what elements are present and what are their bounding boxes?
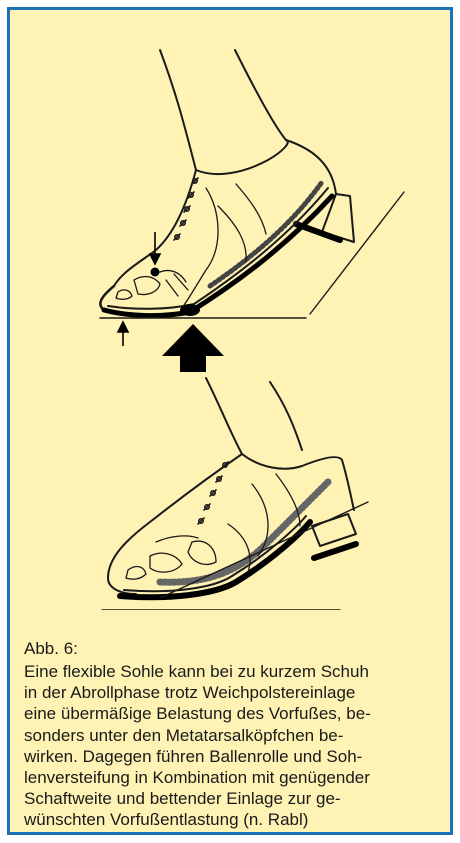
- caption-line: lenversteifung in Kombination mit genüge…: [24, 767, 454, 788]
- caption-line: eine übermäßige Belastung des Vorfußes, …: [24, 703, 454, 724]
- caption-line: wirken. Dagegen führen Ballenrolle und S…: [24, 746, 454, 767]
- pressure-up-arrow-icon: [162, 324, 224, 372]
- caption-line: Schaftweite und bettender Einlage zur ge…: [24, 788, 454, 809]
- bottom-shoe-drawing: [102, 378, 368, 610]
- caption-line: Eine flexible Sohle kann bei zu kurzem S…: [24, 661, 454, 682]
- top-shoe-drawing: [100, 50, 404, 318]
- figure-box: Abb. 6: Eine flexible Sohle kann bei zu …: [7, 7, 453, 835]
- figure-label: Abb. 6:: [24, 638, 78, 659]
- figure-illustration: [10, 10, 456, 610]
- caption-line: sonders unter den Metatarsalköpfchen be-: [24, 725, 454, 746]
- caption-line: in der Abrollphase trotz Weichpolsterein…: [24, 682, 454, 703]
- small-up-arrow-icon: [118, 322, 128, 346]
- caption-line: wünschten Vorfußentlastung (n. Rabl): [24, 809, 454, 830]
- figure-caption: Eine flexible Sohle kann bei zu kurzem S…: [24, 661, 454, 831]
